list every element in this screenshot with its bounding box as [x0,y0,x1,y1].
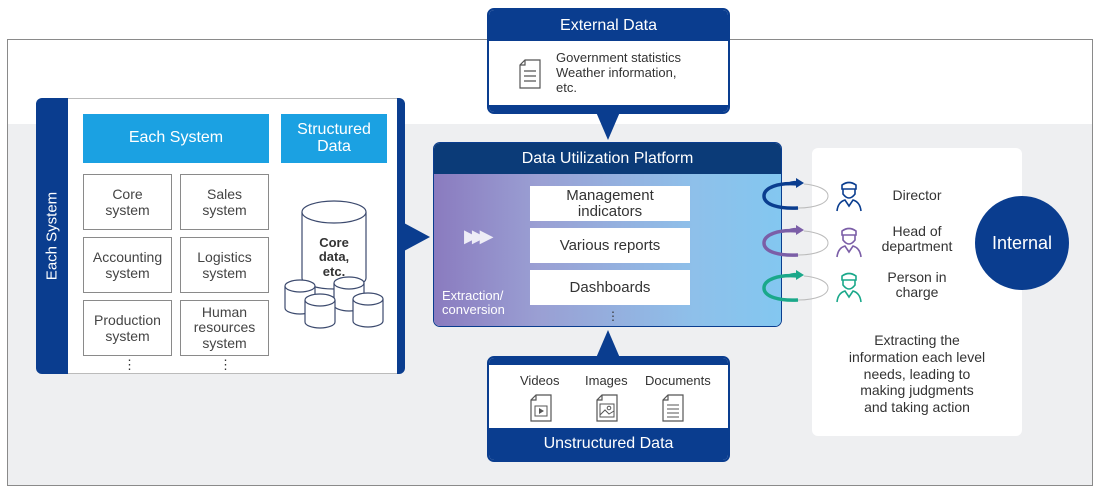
role-label-line: charge [895,284,939,301]
panel-edge [397,98,405,374]
platform-ellipsis: ⋮ [607,309,619,323]
document-icon [662,394,684,422]
ellipsis-right-col: ⋮ [219,357,232,372]
system-label: Human [201,303,248,320]
role-head-of-department: Head of department [868,223,966,255]
description-line: making judgments [860,382,974,399]
system-label: system [202,202,247,218]
system-label: system [105,265,150,281]
cycle-arrow-icon-director [762,178,829,210]
image-file-icon [596,394,618,422]
arrow-to-platform-bottom [596,330,620,358]
external-data-callout: External Data Government statistics Weat… [487,8,730,114]
structured-header-line1: Structured [297,120,371,138]
each-system-side-tab: Each System [36,98,68,374]
chevrons-icon: ▶▶▶ [464,226,493,246]
unstructured-type-images: Images [585,373,628,388]
extraction-line: Extraction/ [442,288,504,303]
platform-item-dashboards: Dashboards [530,270,690,305]
unstructured-type-videos: Videos [520,373,560,388]
system-label: system [105,328,150,344]
each-system-header: Each System [83,114,269,163]
role-label-line: Person in [887,269,947,285]
system-label: Accounting [92,248,163,265]
person-icon-person-in-charge [836,272,862,303]
extraction-conversion-label: Extraction/ conversion [442,288,505,318]
external-data-line: etc. [556,79,577,95]
description-line: information each level [848,348,986,365]
callout-top-bar [489,358,728,365]
role-label-line: Head of [892,223,942,239]
external-data-line: Weather information, [556,64,677,80]
structured-header-line2: Data [317,137,351,155]
cycle-arrow-icon-person-in-charge [762,270,829,302]
unstructured-data-title: Unstructured Data [489,428,728,460]
system-label: Sales [206,185,243,202]
database-icon [284,200,384,329]
database-label: Core data, etc. [302,235,366,279]
system-label: system [105,202,150,218]
external-data-description: Government statistics Weather informatio… [556,50,681,96]
platform-title: Data Utilization Platform [434,143,781,174]
each-system-side-label: Each System [43,191,61,281]
ellipsis-left-col: ⋮ [123,357,136,372]
role-label-line: department [881,238,953,255]
system-label: Logistics [197,248,252,265]
callout-bottom-bar [489,105,728,112]
system-label: Production [94,311,161,328]
system-label: system [202,334,247,351]
database-label-line: etc. [322,263,346,279]
unstructured-type-documents: Documents [645,373,711,388]
cycle-arrow-icon-head-of-department [762,225,829,257]
extraction-line: conversion [442,302,505,318]
unstructured-data-callout: Videos Images Documents Unstructured Dat… [487,356,730,462]
system-label: system [202,265,247,281]
system-label: resources [193,319,256,336]
external-data-title: External Data [489,10,728,41]
external-data-line: Government statistics [556,50,681,65]
role-person-in-charge: Person in charge [868,269,966,301]
internal-description: Extracting the information each level ne… [830,332,1004,416]
internal-card [812,148,1022,436]
person-icon-head-of-department [836,227,862,258]
description-line: Extracting the [874,332,960,348]
person-icon-director [836,181,862,212]
database-label-line: data, [318,249,350,265]
role-director: Director [892,187,942,203]
arrow-to-platform [404,223,430,251]
platform-item-various-reports: Various reports [530,228,690,263]
internal-badge: Internal [975,196,1069,290]
description-line: and taking action [864,399,970,416]
document-icon [519,59,541,89]
video-file-icon [530,394,552,422]
arrow-to-platform-top [596,112,620,140]
system-label: Core [112,185,143,202]
structured-data-header: Structured Data [281,114,387,163]
database-label-line: Core [319,235,349,250]
platform-item-label: Management [566,186,654,204]
description-line: needs, leading to [863,365,971,382]
platform-item-label: indicators [577,202,643,220]
